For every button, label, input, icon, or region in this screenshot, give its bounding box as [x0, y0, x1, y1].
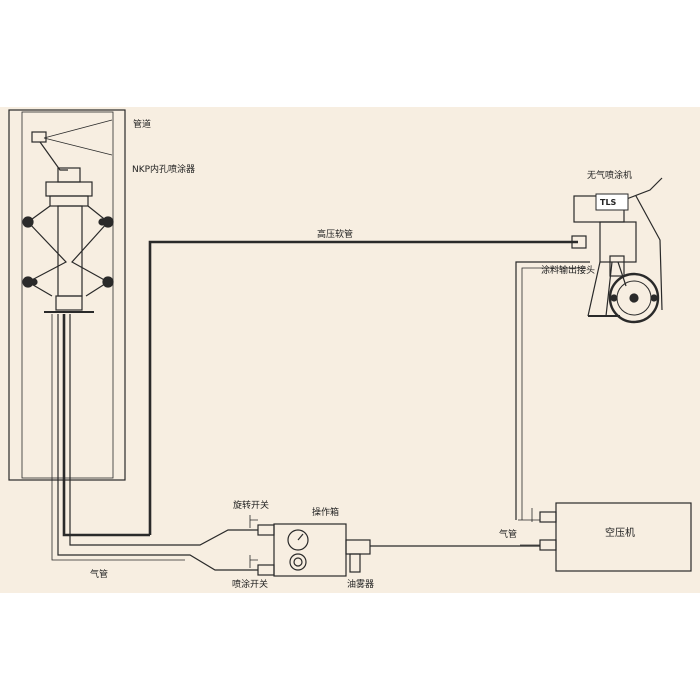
spray-cone [43, 119, 113, 156]
paint-hose-down [62, 314, 150, 537]
spray-nozzle [31, 131, 47, 143]
label-paint-outlet: 涂料输出接头 [541, 266, 596, 276]
label-control-box: 操作箱 [312, 508, 340, 518]
label-atomizer: 油雾器 [347, 580, 375, 590]
pipeline-inner [21, 111, 114, 479]
regulator-knob [289, 553, 307, 571]
compressor-body [555, 502, 692, 572]
rotation-air-hose [69, 314, 258, 546]
label-air-pipe-right: 气管 [499, 530, 518, 540]
spray-switch-body [257, 564, 275, 576]
lubricator-body [345, 539, 371, 555]
spray-air-hose [57, 314, 258, 571]
high-pressure-hose [148, 240, 578, 535]
centralizer [22, 205, 114, 297]
air-pipe-to-machine [515, 261, 590, 520]
label-pipeline: 管道 [133, 120, 152, 130]
control-box-body [273, 523, 347, 577]
machine-badge-box [595, 193, 629, 211]
label-spray-switch: 喷涂开关 [232, 580, 269, 590]
nozzle-arm [39, 141, 68, 171]
compressor-port-bottom [539, 539, 557, 551]
sprayer-collar [49, 195, 89, 207]
label-air-pipe-left: 气管 [90, 570, 109, 580]
label-compressor: 空压机 [605, 528, 635, 539]
gauge-needle [297, 533, 304, 541]
aux-hose [51, 314, 185, 561]
label-airless-sprayer: 无气喷涂机 [587, 171, 633, 181]
rotation-switch-body [257, 524, 275, 536]
label-sprayer: NKP内孔喷涂器 [132, 165, 196, 175]
pipeline-outline [8, 109, 126, 481]
machine-wheel [608, 272, 660, 324]
airless-machine [571, 177, 663, 317]
machine-badge: TLS [600, 198, 617, 207]
diagram-paper [0, 107, 700, 593]
compressor-port-top [539, 511, 557, 523]
sprayer-base [55, 295, 83, 311]
label-rotation-switch: 旋转开关 [233, 501, 270, 511]
sprayer-head [45, 181, 93, 197]
label-high-pressure-hose: 高压软管 [317, 230, 354, 240]
pressure-gauge [287, 529, 309, 551]
lubricator-bowl [349, 553, 361, 573]
